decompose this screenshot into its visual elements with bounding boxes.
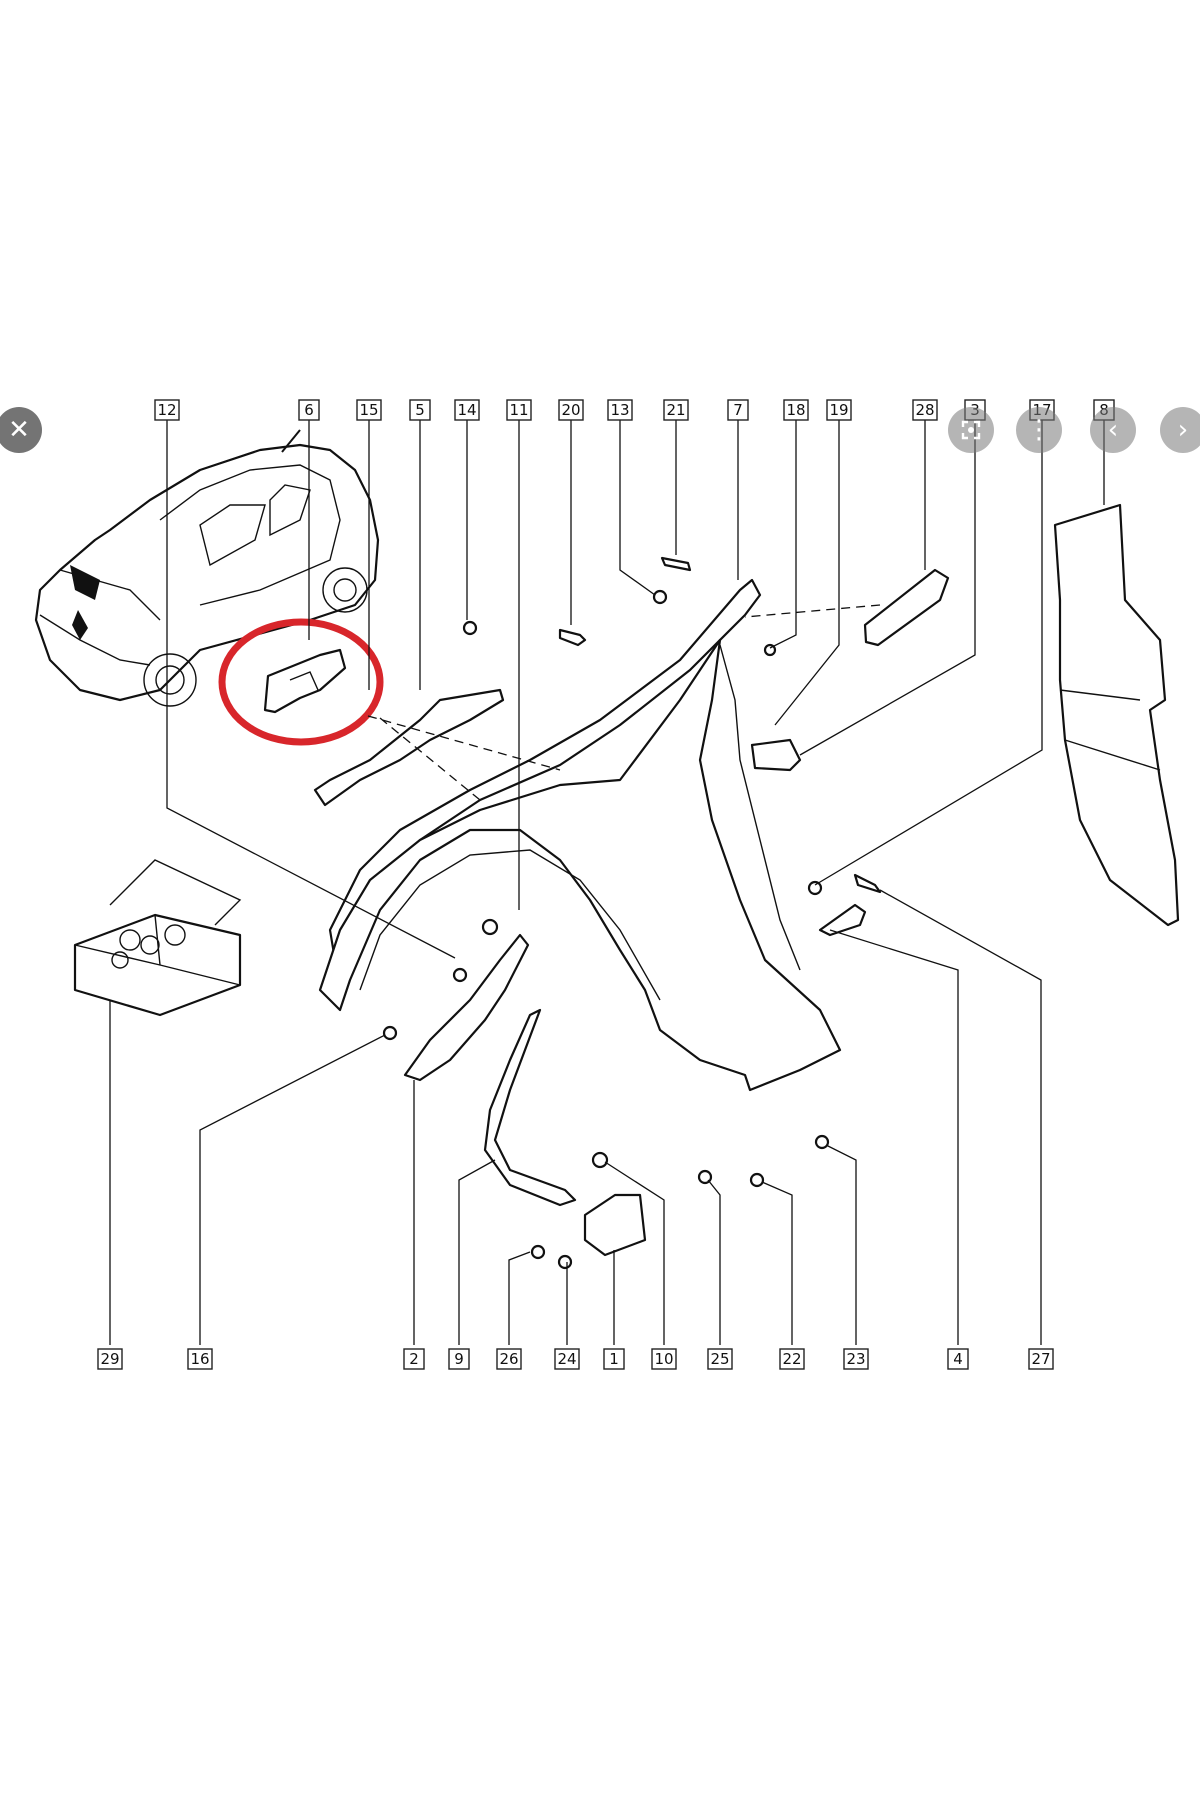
- callout-28: 28: [912, 399, 938, 421]
- callout-16: 16: [187, 1348, 213, 1370]
- svg-text:16: 16: [190, 1350, 209, 1368]
- chevron-left-icon: ‹: [1107, 415, 1119, 445]
- highlight-circle: [218, 618, 384, 746]
- fasteners: [382, 556, 882, 1270]
- callout-12: 12: [154, 399, 180, 421]
- part-1: [583, 1193, 647, 1257]
- svg-text:7: 7: [733, 401, 743, 419]
- callout-26: 26: [496, 1348, 522, 1370]
- callout-6: 6: [298, 399, 320, 421]
- part-8: [1053, 503, 1180, 927]
- lens-button[interactable]: [948, 407, 994, 453]
- svg-text:10: 10: [654, 1350, 673, 1368]
- svg-text:1: 1: [609, 1350, 619, 1368]
- next-button[interactable]: ›: [1160, 407, 1200, 453]
- svg-text:5: 5: [415, 401, 425, 419]
- more-icon: ⋮: [1026, 415, 1052, 445]
- svg-text:25: 25: [710, 1350, 729, 1368]
- svg-text:19: 19: [829, 401, 848, 419]
- callout-10: 10: [651, 1348, 677, 1370]
- svg-text:15: 15: [359, 401, 378, 419]
- part-29-box: [73, 859, 242, 1017]
- svg-text:28: 28: [915, 401, 934, 419]
- close-button[interactable]: ✕: [0, 407, 42, 453]
- svg-text:6: 6: [304, 401, 314, 419]
- callout-24: 24: [554, 1348, 580, 1370]
- svg-text:21: 21: [666, 401, 685, 419]
- callout-14: 14: [454, 399, 480, 421]
- callout-19: 19: [826, 399, 852, 421]
- callout-21: 21: [663, 399, 689, 421]
- callout-1: 1: [603, 1348, 625, 1370]
- more-button[interactable]: ⋮: [1016, 407, 1062, 453]
- callout-23: 23: [843, 1348, 869, 1370]
- car-illustration: [34, 429, 380, 707]
- svg-text:23: 23: [846, 1350, 865, 1368]
- callout-2: 2: [403, 1348, 425, 1370]
- svg-text:14: 14: [457, 401, 476, 419]
- part-6: [263, 648, 347, 714]
- callout-22: 22: [779, 1348, 805, 1370]
- svg-text:12: 12: [157, 401, 176, 419]
- svg-text:4: 4: [953, 1350, 963, 1368]
- part-5: [313, 688, 505, 807]
- part-4: [818, 903, 867, 937]
- svg-text:13: 13: [610, 401, 629, 419]
- callout-15: 15: [356, 399, 382, 421]
- callout-7: 7: [727, 399, 749, 421]
- svg-text:22: 22: [782, 1350, 801, 1368]
- callout-11: 11: [506, 399, 532, 421]
- svg-text:24: 24: [557, 1350, 576, 1368]
- svg-text:2: 2: [409, 1350, 419, 1368]
- svg-text:9: 9: [454, 1350, 464, 1368]
- part-3: [750, 738, 802, 772]
- svg-text:29: 29: [100, 1350, 119, 1368]
- callout-4: 4: [947, 1348, 969, 1370]
- callout-18: 18: [783, 399, 809, 421]
- wheel-arch-liner: [318, 638, 842, 1092]
- callouts-bottom: 29 16 2 9 26 24 1 10 25 22 23 4 27: [97, 1348, 1054, 1370]
- callout-20: 20: [558, 399, 584, 421]
- callout-29: 29: [97, 1348, 123, 1370]
- svg-text:26: 26: [499, 1350, 518, 1368]
- close-icon: ✕: [8, 415, 30, 445]
- chevron-right-icon: ›: [1177, 415, 1189, 445]
- svg-text:18: 18: [786, 401, 805, 419]
- callout-27: 27: [1028, 1348, 1054, 1370]
- part-2: [403, 933, 530, 1082]
- callout-5: 5: [409, 399, 431, 421]
- lens-icon: [961, 420, 981, 440]
- svg-text:27: 27: [1031, 1350, 1050, 1368]
- svg-text:11: 11: [509, 401, 528, 419]
- callout-25: 25: [707, 1348, 733, 1370]
- part-28: [863, 568, 950, 647]
- prev-button[interactable]: ‹: [1090, 407, 1136, 453]
- callout-13: 13: [607, 399, 633, 421]
- svg-text:20: 20: [561, 401, 580, 419]
- part-9: [483, 1008, 577, 1207]
- callout-9: 9: [448, 1348, 470, 1370]
